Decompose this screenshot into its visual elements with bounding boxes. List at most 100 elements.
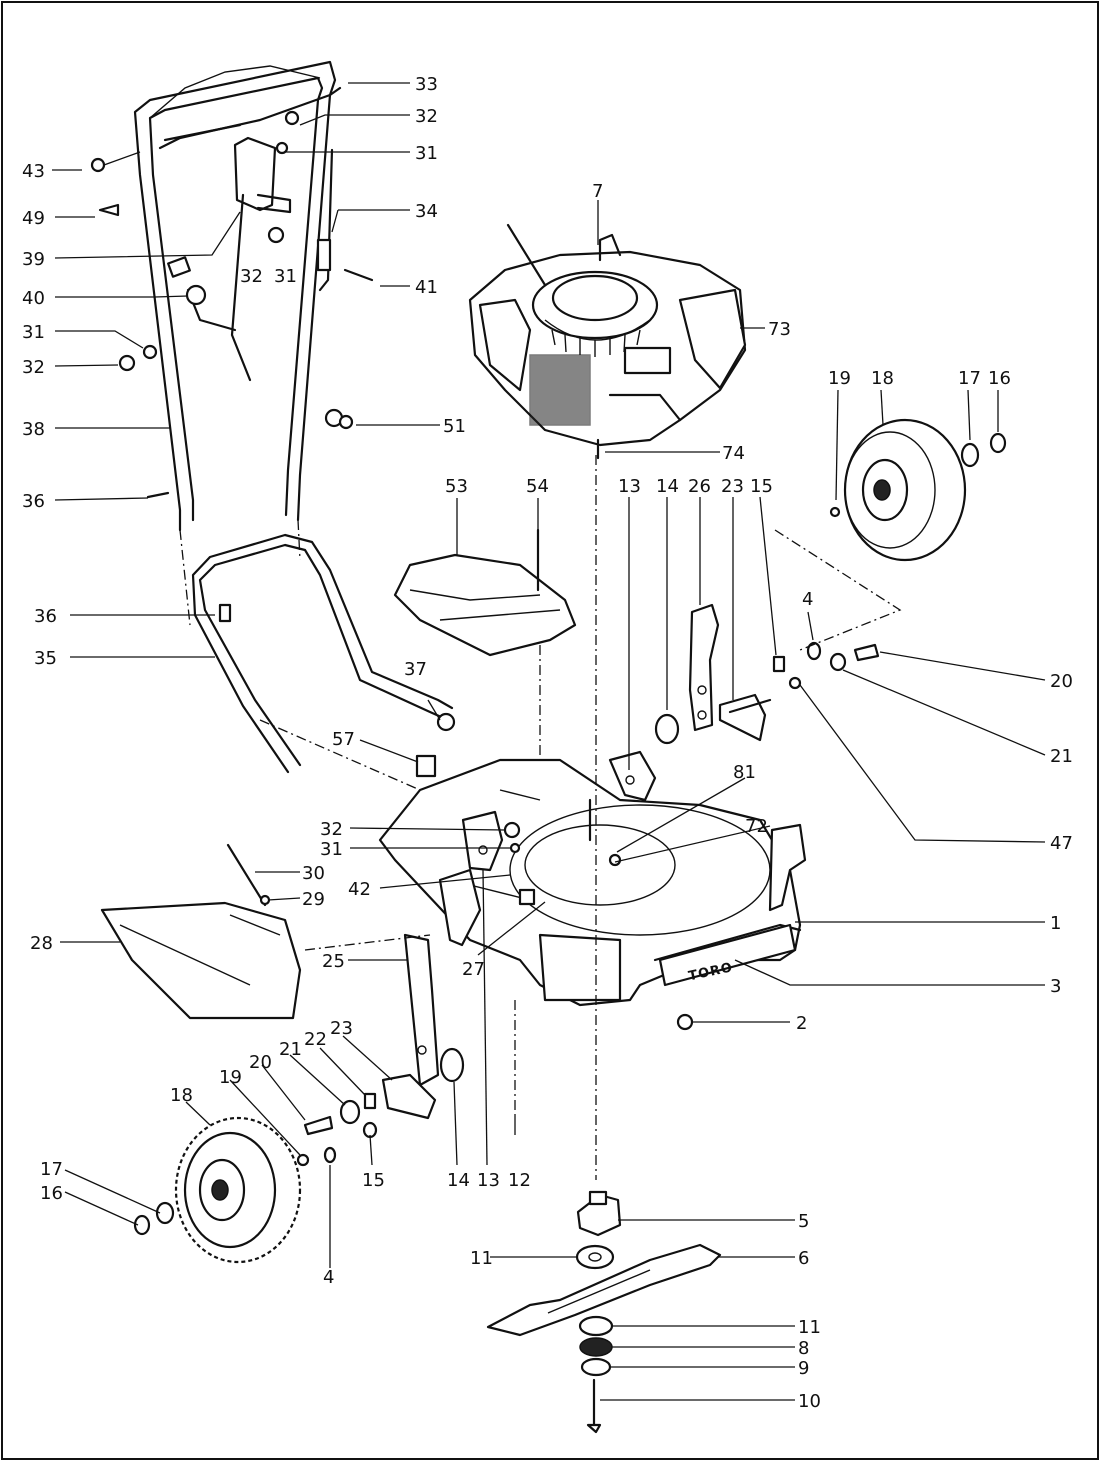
callout-40: 40 — [22, 288, 45, 309]
callout-19: 19 — [219, 1067, 242, 1088]
blade-6 — [486, 1243, 722, 1337]
callout-8: 8 — [798, 1338, 809, 1359]
cable-34 — [316, 148, 334, 292]
callout-32: 32 — [22, 357, 45, 378]
rear-wheel-hardware — [829, 432, 1007, 518]
axle-bracket-23-lower — [381, 1073, 437, 1120]
assembly-center-lines — [179, 455, 902, 1180]
callout-5: 5 — [798, 1211, 809, 1232]
callout-13: 13 — [477, 1170, 500, 1191]
height-arm-26 — [688, 603, 720, 732]
callout-14: 14 — [656, 476, 679, 497]
callout-10: 10 — [798, 1391, 821, 1412]
callout-30: 30 — [302, 863, 325, 884]
callout-4: 4 — [802, 589, 813, 610]
left-axle-hardware — [296, 1092, 378, 1167]
callout-6: 6 — [798, 1248, 809, 1269]
blade-adapter-5 — [576, 1190, 622, 1237]
callout-41: 41 — [415, 277, 438, 298]
callout-11: 11 — [470, 1248, 493, 1269]
callout-36: 36 — [34, 606, 57, 627]
upper-handle — [133, 60, 337, 532]
callout-7: 7 — [592, 181, 603, 202]
callout-36: 36 — [22, 491, 45, 512]
callout-49: 49 — [22, 208, 45, 229]
callout-32: 32 — [415, 106, 438, 127]
callout-51: 51 — [443, 416, 466, 437]
deck-small-parts — [438, 821, 694, 1031]
callout-12: 12 — [508, 1170, 531, 1191]
callout-42: 42 — [348, 879, 371, 900]
washer-14-lower — [439, 1047, 465, 1083]
callout-21: 21 — [279, 1039, 302, 1060]
callout-labels: 33 32 31 43 34 49 39 32 31 41 40 31 32 3… — [22, 74, 1073, 1412]
blade-hardware-stack — [578, 1315, 614, 1434]
callout-39: 39 — [22, 249, 45, 270]
callout-74: 74 — [722, 443, 745, 464]
callout-1: 1 — [1050, 913, 1061, 934]
height-plate-13-lower — [461, 810, 504, 872]
callout-19: 19 — [828, 368, 851, 389]
callout-20: 20 — [249, 1052, 272, 1073]
axle-bracket-23-upper — [718, 693, 772, 742]
callout-26: 26 — [688, 476, 711, 497]
callout-31: 31 — [274, 266, 297, 287]
callout-54: 54 — [526, 476, 549, 497]
callout-15: 15 — [362, 1170, 385, 1191]
front-wheel-18 — [174, 1116, 302, 1264]
callout-22: 22 — [304, 1029, 327, 1050]
callout-25: 25 — [322, 951, 345, 972]
callout-17: 17 — [958, 368, 981, 389]
front-wheel-hardware — [133, 1201, 175, 1236]
callout-13: 13 — [618, 476, 641, 497]
callout-29: 29 — [302, 889, 325, 910]
callout-2: 2 — [796, 1013, 807, 1034]
callout-34: 34 — [415, 201, 438, 222]
rear-deflector-28 — [100, 843, 302, 1020]
rear-wheel-18 — [843, 418, 967, 562]
callout-43: 43 — [22, 161, 45, 182]
deck-rear-skirt — [538, 933, 622, 1002]
callout-20: 20 — [1050, 671, 1073, 692]
washer-14-upper — [654, 713, 680, 745]
height-plate-13-upper — [608, 750, 657, 802]
callout-57: 57 — [332, 729, 355, 750]
callout-4: 4 — [323, 1267, 334, 1288]
callout-31: 31 — [320, 839, 343, 860]
callout-33: 33 — [415, 74, 438, 95]
callout-21: 21 — [1050, 746, 1073, 767]
callout-23: 23 — [721, 476, 744, 497]
callout-38: 38 — [22, 419, 45, 440]
control-bracket — [233, 136, 292, 214]
callout-23: 23 — [330, 1018, 353, 1039]
callout-35: 35 — [34, 648, 57, 669]
callout-27: 27 — [462, 959, 485, 980]
callout-32: 32 — [320, 819, 343, 840]
callout-32: 32 — [240, 266, 263, 287]
height-arm-25 — [403, 933, 440, 1087]
right-front-bracket — [768, 823, 807, 912]
callout-9: 9 — [798, 1358, 809, 1379]
callout-81: 81 — [733, 762, 756, 783]
callout-31: 31 — [22, 322, 45, 343]
callout-17: 17 — [40, 1159, 63, 1180]
callout-15: 15 — [750, 476, 773, 497]
callout-47: 47 — [1050, 833, 1073, 854]
callout-28: 28 — [30, 933, 53, 954]
callout-14: 14 — [447, 1170, 470, 1191]
callout-53: 53 — [445, 476, 468, 497]
callout-72: 72 — [745, 816, 768, 837]
callout-16: 16 — [988, 368, 1011, 389]
leader-lines — [52, 82, 1046, 1401]
callout-18: 18 — [170, 1085, 193, 1106]
engine-73 — [468, 223, 747, 460]
washer-11-upper — [575, 1244, 615, 1270]
callout-18: 18 — [871, 368, 894, 389]
right-axle-hardware — [772, 641, 880, 690]
callout-73: 73 — [768, 319, 791, 340]
lower-handle — [191, 533, 456, 778]
callout-37: 37 — [404, 659, 427, 680]
